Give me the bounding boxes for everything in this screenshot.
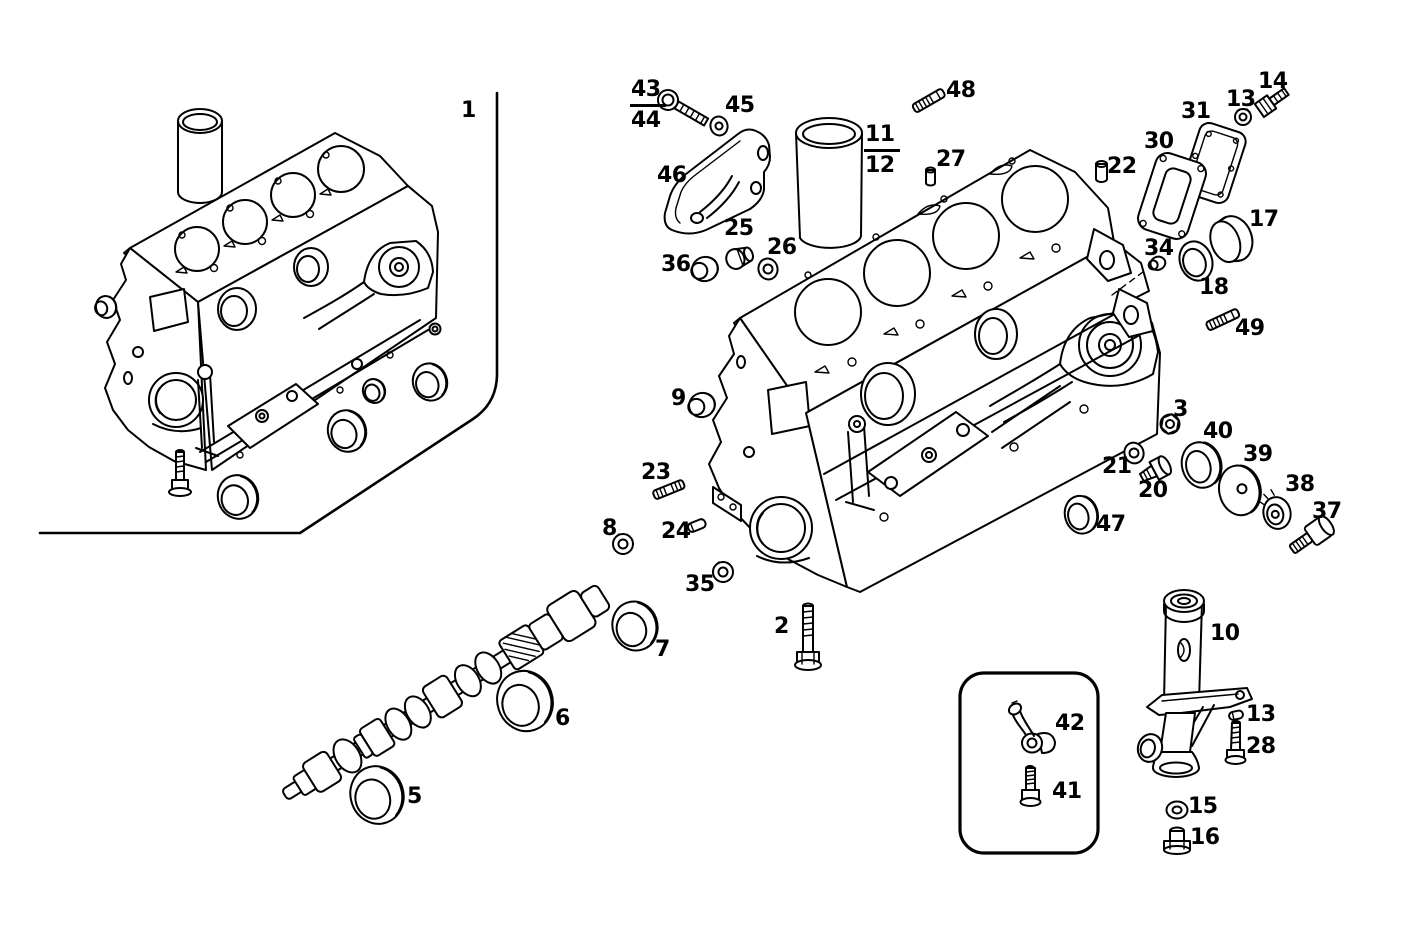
left-cylinder-liner xyxy=(177,108,223,204)
fraction-top: 11 xyxy=(864,124,900,152)
callout-35: 35 xyxy=(685,572,715,597)
callout-7: 7 xyxy=(655,637,670,662)
callout-48: 48 xyxy=(946,78,976,103)
part-42-spray-nozzle xyxy=(1007,700,1056,754)
part-37-bolt xyxy=(1288,515,1335,554)
part-45-washer xyxy=(709,115,729,137)
left-small-nut xyxy=(428,322,442,336)
part-10-oil-suction-pipe xyxy=(1136,589,1253,778)
part-22-pin xyxy=(1095,160,1108,183)
part-13-bottom-pin xyxy=(1228,709,1244,721)
part-17-cup-plug xyxy=(1209,215,1254,264)
part-14-bolt xyxy=(1253,87,1290,119)
part-24-pin xyxy=(686,518,707,533)
part-16-nut xyxy=(1163,826,1191,855)
callout-3: 3 xyxy=(1173,397,1188,422)
left-cup-plug xyxy=(94,295,118,319)
part-30-gasket xyxy=(1137,152,1207,240)
left-engine-block xyxy=(104,132,439,471)
part-48-stud xyxy=(911,88,946,113)
callout-45: 45 xyxy=(725,93,755,118)
callout-5: 5 xyxy=(407,784,422,809)
callout-15: 15 xyxy=(1188,794,1218,819)
callout-49: 49 xyxy=(1235,316,1265,341)
callout-37: 37 xyxy=(1312,499,1342,524)
part-34-plug xyxy=(1111,255,1167,296)
part-11-12-cylinder-liner xyxy=(795,117,863,249)
part-21-washer xyxy=(1123,441,1145,465)
left-main-bolt xyxy=(168,449,192,497)
part-35-nut xyxy=(712,561,734,583)
callout-10: 10 xyxy=(1210,621,1240,646)
fraction-bottom: 44 xyxy=(631,108,661,133)
callout-41: 41 xyxy=(1052,779,1082,804)
right-engine-block xyxy=(708,149,1161,593)
callout-24: 24 xyxy=(661,519,691,544)
part-18-seal-ring xyxy=(1178,240,1214,282)
part-40-seal-ring xyxy=(1180,441,1223,489)
part-28-bolt xyxy=(1224,720,1247,765)
callout-38: 38 xyxy=(1285,472,1315,497)
part-20-plug-bolt xyxy=(1138,455,1172,483)
part-2-bolt xyxy=(794,602,822,671)
callout-46: 46 xyxy=(657,163,687,188)
part-15-washer xyxy=(1165,800,1189,820)
callout-1: 1 xyxy=(461,98,476,123)
part-27-pin xyxy=(925,166,936,187)
callout-18: 18 xyxy=(1199,275,1229,300)
part-26-washer xyxy=(757,257,779,281)
callout-34: 34 xyxy=(1144,236,1174,261)
part-3-nut xyxy=(1159,413,1181,435)
fraction-top: 43 xyxy=(630,79,666,107)
callout-13-bottom: 13 xyxy=(1246,702,1276,727)
callout-47: 47 xyxy=(1096,512,1126,537)
callout-36: 36 xyxy=(661,252,691,277)
part-13-top-nut xyxy=(1234,108,1252,126)
callout-6: 6 xyxy=(555,706,570,731)
part-39-disc-plug xyxy=(1218,464,1262,517)
inset-box xyxy=(958,671,1100,855)
callout-8: 8 xyxy=(602,516,617,541)
callout-39: 39 xyxy=(1243,442,1273,467)
callout-13-top: 13 xyxy=(1226,87,1256,112)
part-23-stud xyxy=(652,479,686,500)
part-9-cup-plug xyxy=(687,391,716,419)
callout-40: 40 xyxy=(1203,419,1233,444)
callout-2: 2 xyxy=(774,614,789,639)
callout-31: 31 xyxy=(1181,99,1211,124)
callout-30: 30 xyxy=(1144,129,1174,154)
part-47-seal-ring xyxy=(1063,494,1099,535)
callout-26: 26 xyxy=(767,235,797,260)
callout-25: 25 xyxy=(724,216,754,241)
callout-42: 42 xyxy=(1055,711,1085,736)
group-1-boundary xyxy=(38,91,499,535)
callout-14: 14 xyxy=(1258,69,1288,94)
callout-21: 21 xyxy=(1102,454,1132,479)
part-36-cup-plug xyxy=(690,255,719,283)
part-38-grooved-ring xyxy=(1258,489,1292,530)
callout-28: 28 xyxy=(1246,734,1276,759)
callout-17: 17 xyxy=(1249,207,1279,232)
part-41-bolt xyxy=(1019,765,1042,807)
part-46-bracket xyxy=(663,128,771,235)
callout-9: 9 xyxy=(671,386,686,411)
callout-20: 20 xyxy=(1138,478,1168,503)
callout-16: 16 xyxy=(1190,825,1220,850)
callout-27: 27 xyxy=(936,147,966,172)
callout-23: 23 xyxy=(641,460,671,485)
camshaft xyxy=(282,584,611,800)
callout-22: 22 xyxy=(1107,154,1137,179)
part-49-stud xyxy=(1205,308,1241,331)
part-8-nut xyxy=(612,533,634,555)
part-25-plug xyxy=(725,246,754,270)
fraction-bottom: 12 xyxy=(865,153,895,178)
